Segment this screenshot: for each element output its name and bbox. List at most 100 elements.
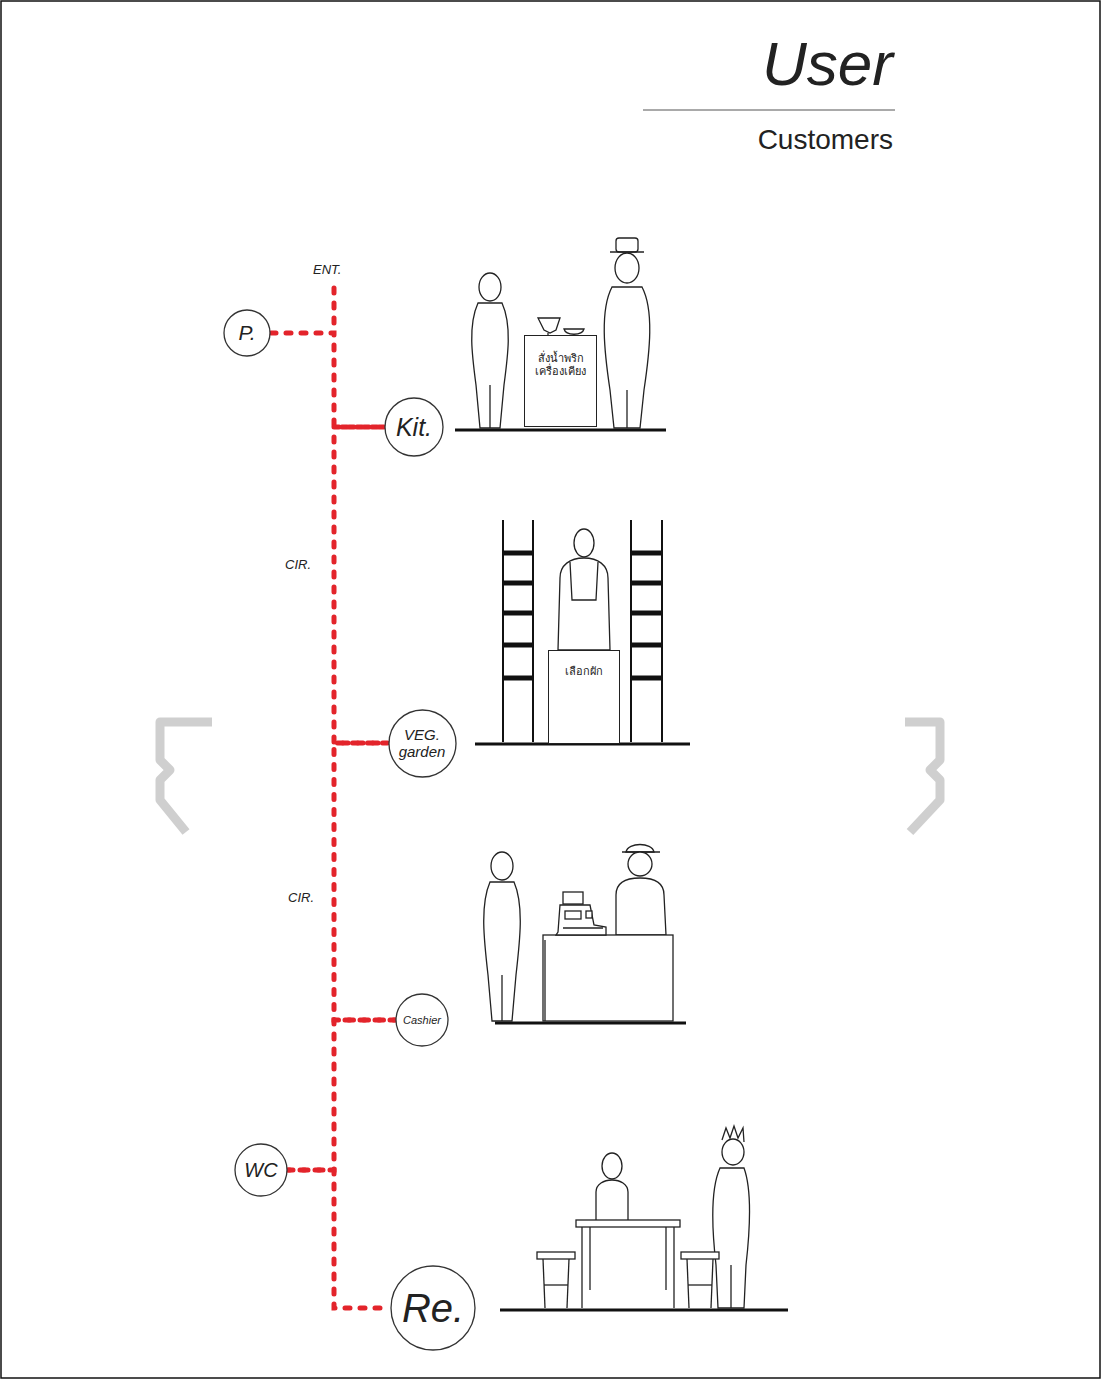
dining-table-part — [544, 1284, 568, 1285]
space-circle: Cashier — [395, 993, 449, 1047]
person-figure-part — [626, 845, 654, 853]
counter-props-part — [538, 318, 560, 333]
counter-label: เลือกผัก — [552, 665, 616, 678]
cashier-desk-part — [543, 935, 673, 1021]
person-figure-part — [472, 303, 509, 428]
person-figure-part — [616, 878, 666, 935]
space-circle: Re. — [390, 1265, 476, 1351]
ladder-part-part — [503, 643, 533, 648]
ladder-part-part — [631, 551, 662, 556]
ground-line-part — [500, 1309, 788, 1312]
person-figure-part — [570, 562, 598, 600]
person-figure-part — [491, 852, 513, 880]
side-bracket-part — [160, 722, 212, 832]
title-rule — [643, 110, 895, 111]
space-label: P. — [238, 321, 255, 345]
person-figure-part — [489, 385, 490, 428]
ladder-part-part — [503, 611, 533, 616]
person-figure-part — [602, 1153, 622, 1179]
entrance-label: ENT. — [313, 262, 341, 277]
counter-props — [538, 318, 584, 335]
entrance-path — [332, 288, 337, 333]
entrance-path-part — [332, 288, 337, 333]
person-figure-part — [615, 253, 639, 283]
person-figure-part — [604, 287, 650, 428]
space-label: Cashier — [403, 1014, 441, 1027]
circulation-path — [334, 427, 388, 743]
counter-props-part — [564, 329, 584, 334]
person-figure-part — [501, 975, 502, 1021]
ground-line-part — [495, 1022, 686, 1025]
person-figure-part — [484, 882, 521, 1021]
person-figure-part — [596, 1180, 628, 1222]
person-figure-part — [558, 558, 610, 650]
counter-box: เลือกผัก — [548, 650, 620, 744]
ladder-part-part — [503, 551, 533, 556]
cashier-desk-part — [565, 911, 581, 919]
dining-table-part — [581, 1227, 582, 1308]
title: User — [762, 28, 893, 99]
space-circle: VEG. garden — [388, 709, 457, 778]
person-figure-part — [616, 238, 638, 252]
cashier-desk-part — [586, 911, 592, 918]
dining-table-part — [687, 1259, 689, 1308]
circulation-path — [334, 743, 395, 1020]
dining-table-part — [711, 1259, 713, 1308]
circle-outline-shape — [235, 1144, 287, 1196]
ladder-part-part — [631, 611, 662, 616]
ground-line — [455, 430, 788, 1310]
counter-box: สั่งน้ำพริก เครื่องเคียง — [524, 335, 597, 427]
space-label: Kit. — [396, 413, 432, 442]
cashier-desk-part — [544, 940, 545, 1021]
dining-table-part — [576, 1220, 680, 1227]
person-figure-part — [479, 273, 501, 301]
circulation-path — [288, 1020, 395, 1170]
person-figure-part — [722, 1139, 744, 1165]
circle-outline-shape — [385, 398, 443, 456]
ladder-part-part — [503, 581, 533, 586]
circle-outline-shape — [396, 994, 448, 1046]
circulation-label: CIR. — [287, 890, 315, 905]
space-circle: P. — [223, 309, 271, 357]
dining-table-part — [589, 1227, 590, 1290]
ladder-part-part — [503, 676, 533, 681]
space-label: VEG. garden — [397, 726, 447, 761]
subtitle: Customers — [758, 124, 893, 156]
circulation-path — [271, 333, 384, 427]
circulation-path — [288, 1170, 390, 1308]
dining-table-part — [665, 1227, 666, 1290]
person-figure-part — [574, 529, 594, 557]
space-circle: WC — [234, 1143, 288, 1197]
dining-table-part — [688, 1284, 712, 1285]
ladder-part-part — [631, 676, 662, 681]
ladder-part-part — [631, 643, 662, 648]
dining-table-part — [543, 1259, 545, 1308]
cashier-desk-part — [563, 892, 583, 904]
circle-outline-shape — [391, 1266, 475, 1350]
person-figure-part — [628, 852, 652, 876]
person-figure-part — [713, 1168, 750, 1308]
ground-line-part — [455, 429, 666, 432]
dining-table-part — [567, 1259, 569, 1308]
space-label: Re. — [402, 1285, 464, 1331]
cashier-desk-part — [563, 927, 603, 928]
circle-outline-shape — [389, 710, 456, 777]
circle-outline-shape — [224, 310, 270, 356]
ladder-part-part — [631, 581, 662, 586]
space-circle: Kit. — [384, 397, 444, 457]
side-bracket-part — [905, 722, 940, 832]
person-figure-part — [730, 1265, 731, 1308]
counter-label: สั่งน้ำพริก เครื่องเคียง — [530, 352, 592, 377]
person-figure — [472, 238, 750, 1308]
dining-table-part — [537, 1252, 575, 1259]
dining-table-part — [673, 1227, 674, 1308]
dining-table-part — [681, 1252, 719, 1259]
title-rule-part — [643, 110, 895, 111]
cashier-desk — [543, 892, 673, 1021]
person-figure-part — [626, 390, 627, 428]
dining-table — [537, 1220, 719, 1308]
circulation-label: CIR. — [284, 557, 312, 572]
